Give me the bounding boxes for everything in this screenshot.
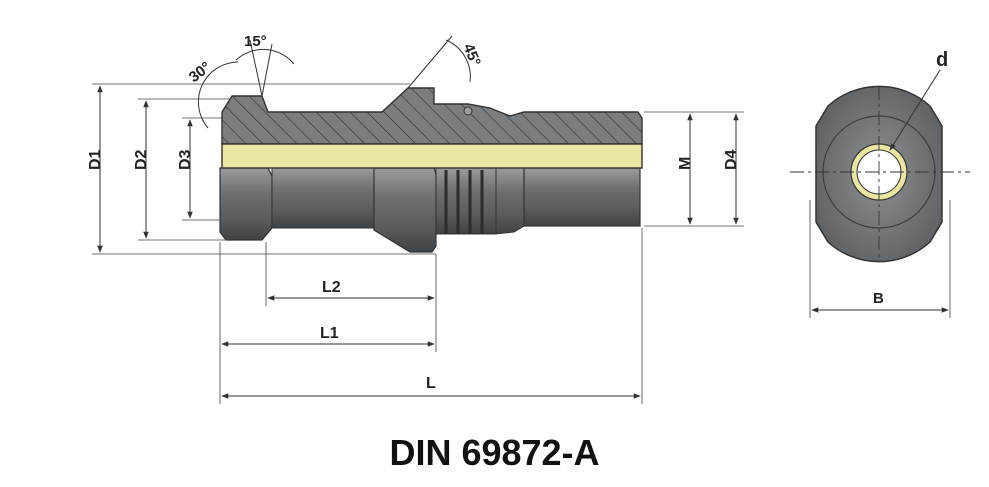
l2-label: L2 <box>322 279 341 296</box>
angle-15-label: 15° <box>244 33 267 50</box>
m-label: M <box>677 157 694 170</box>
through-bore <box>221 143 643 169</box>
end-view <box>790 69 970 263</box>
vent-hole <box>463 106 473 116</box>
d1-label: D1 <box>87 149 104 170</box>
length-extension-lines <box>219 228 643 404</box>
angle-45-label: 45° <box>460 41 484 68</box>
drawing-caption: DIN 69872-A <box>389 432 600 473</box>
center-lines <box>790 86 970 258</box>
b-extension-lines <box>809 200 951 318</box>
o-ring-grooves <box>444 170 484 234</box>
extension-lines <box>92 83 744 255</box>
d-leader-line <box>889 69 941 151</box>
b-label: B <box>873 290 884 307</box>
d-label: d <box>936 49 948 71</box>
d3-label: D3 <box>177 149 194 170</box>
d2-label: D2 <box>133 149 150 170</box>
stud-section-upper <box>221 87 643 145</box>
stud-body-lower <box>219 167 641 253</box>
l1-label: L1 <box>320 325 339 342</box>
l-label: L <box>426 375 436 392</box>
angle-30-label: 30° <box>186 59 214 86</box>
d4-label: D4 <box>723 149 740 170</box>
